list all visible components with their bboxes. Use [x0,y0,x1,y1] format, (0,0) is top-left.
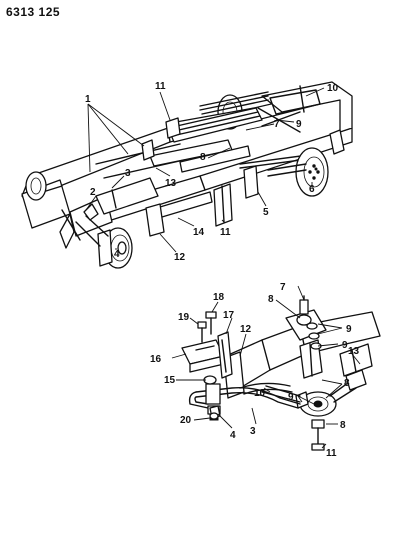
detail-vertical-bracket [217,331,233,379]
callout-3: 3 [125,168,131,179]
callout-10-detail: 10 [254,388,266,399]
callout-9-detail-mid: 9 [342,340,348,351]
top-view-leaders [85,87,325,253]
callout-11-lower: 11 [220,227,231,238]
detail-view-leaders [171,285,361,449]
frame-midsection-lower [145,191,213,237]
callout-16: 16 [150,354,162,365]
chassis-frame-assembly [21,81,353,269]
front-control-arms [61,203,109,247]
rear-shock [267,129,345,177]
front-suspension-detail [181,295,381,451]
detail-mount-plate [181,339,225,373]
detail-upper-bracket [285,295,327,341]
callout-10: 10 [327,83,339,94]
front-wheel-right [97,227,133,269]
callout-8: 8 [200,152,206,163]
callout-14: 14 [193,227,205,238]
callout-12: 12 [174,252,186,263]
detail-bolt-18 [205,311,217,335]
callout-13: 13 [165,178,177,189]
detail-side-bracket [339,343,373,377]
rear-wheel-right [295,147,329,197]
callout-9-detail-low: 9 [288,392,294,403]
callout-3-detail: 3 [250,426,256,437]
callout-13-detail: 13 [348,346,360,357]
detail-sway-bar [188,387,301,409]
callout-9: 9 [296,119,302,130]
detail-bolt-19 [197,321,207,343]
detail-view-callouts: 18 7 19 17 8 9 12 16 9 13 15 8 10 9 8 20… [150,282,360,459]
rear-crossmember [261,81,353,133]
callout-12-detail: 12 [240,324,252,335]
callout-6: 6 [309,184,315,195]
callout-4-detail: 4 [230,430,236,441]
callout-8-detail-mid: 8 [344,378,350,389]
callout-19: 19 [178,312,190,323]
callout-15: 15 [164,375,176,386]
callout-20: 20 [180,415,192,426]
callout-18: 18 [213,292,225,303]
body-mounts [141,117,259,227]
callout-7: 7 [274,119,280,130]
front-wheel-left [25,171,47,201]
callout-11-top: 11 [155,81,166,92]
callout-8-detail-low: 8 [340,420,346,431]
callout-11-detail: 11 [326,448,337,459]
callout-17: 17 [223,310,235,321]
callout-4: 4 [114,249,120,260]
figure-code: 6313 125 [6,5,61,19]
top-view-callouts: 1 11 10 7 9 8 2 3 13 6 5 11 14 12 4 [85,81,339,263]
callout-1: 1 [85,94,91,105]
callout-9-detail-top: 9 [346,324,352,335]
callout-7-detail: 7 [280,282,286,293]
callout-2: 2 [90,187,96,198]
callout-5: 5 [263,207,269,218]
callout-8-detail-top: 8 [268,294,274,305]
